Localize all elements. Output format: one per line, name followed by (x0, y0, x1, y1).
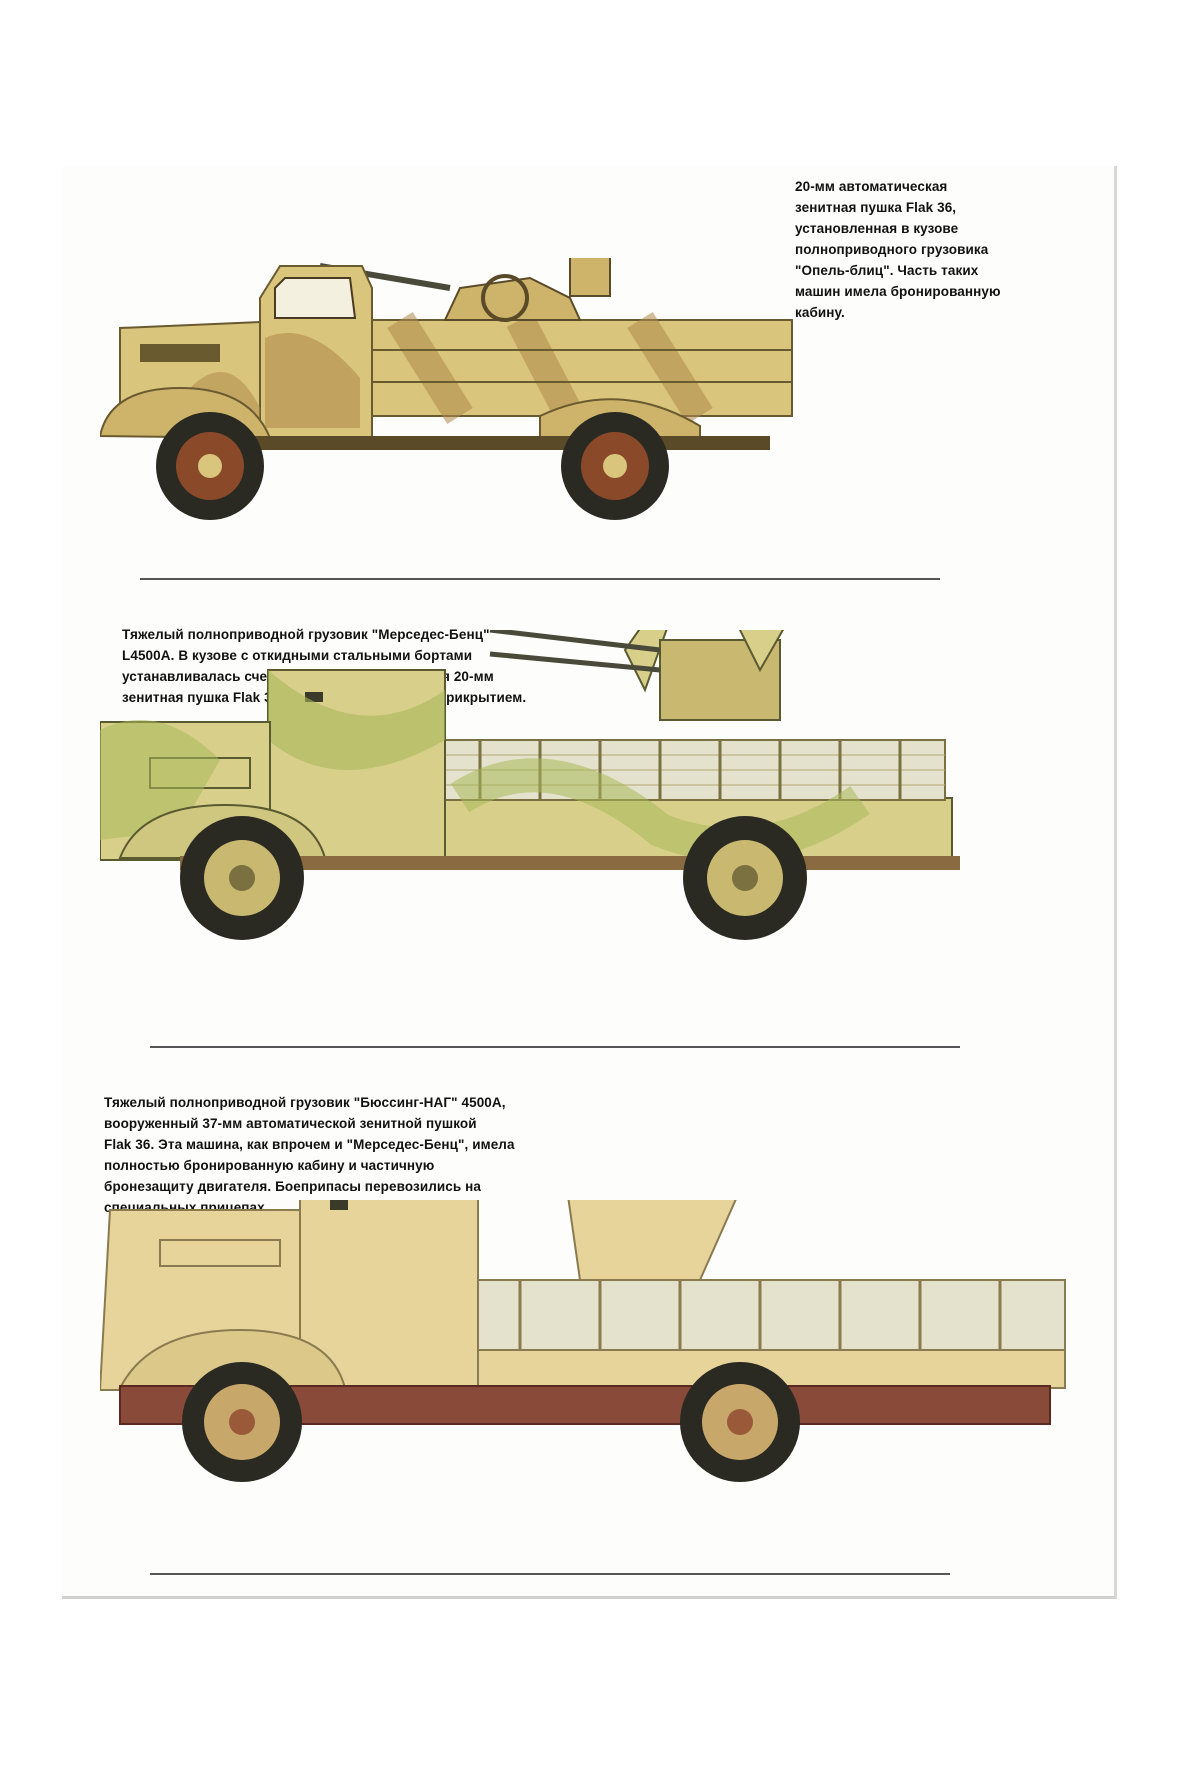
ground-line (150, 1573, 950, 1575)
caption-bussing-nag: Тяжелый полноприводной грузовик "Бюссинг… (104, 1095, 515, 1215)
mercedes-l4500a-illustration (100, 630, 960, 940)
opel-blitz-illustration (100, 258, 793, 520)
bussing-nag-illustration (100, 1200, 1066, 1482)
ground-line (150, 1046, 960, 1048)
caption-opel-blitz: 20-мм автоматическая зенитная пушка Flak… (795, 179, 1001, 320)
ground-line (140, 578, 940, 580)
